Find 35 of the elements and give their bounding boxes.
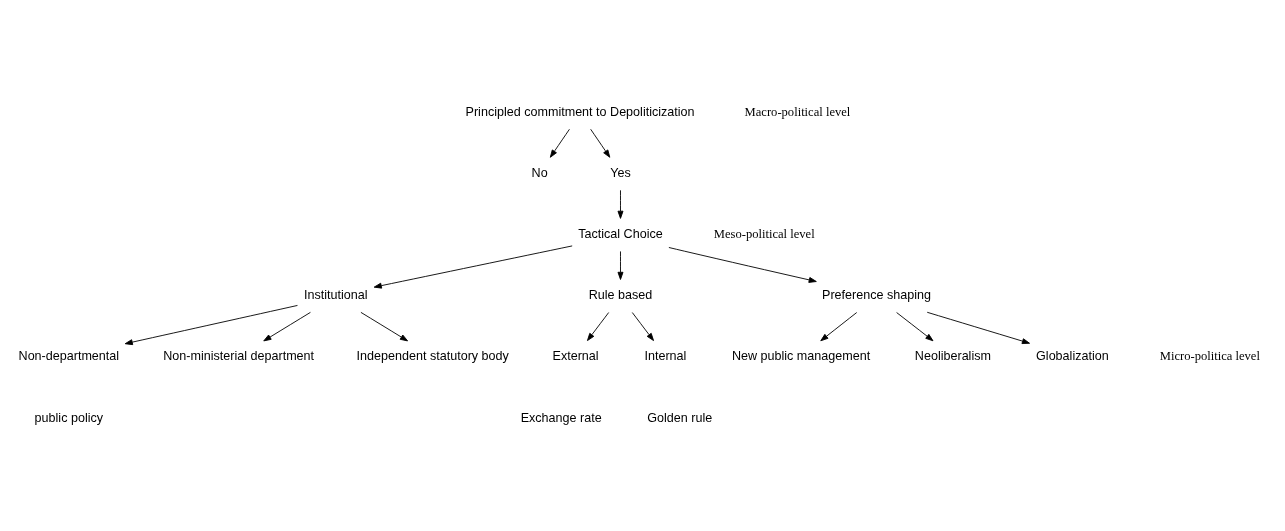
node-text: Internal [644,349,687,364]
arrow [590,128,611,158]
node-text: Tactical Choice [578,227,663,242]
arrow [124,305,298,346]
label: Exchange rate [520,410,602,425]
node-text: Independent statutory body [356,349,509,364]
node-text: New public management [731,349,871,364]
arrow [549,128,570,158]
node-text: Principled commitment to Depoliticization [465,105,695,120]
arrow [373,245,573,289]
arrow [926,311,1030,345]
node-text: Rule based [588,288,653,303]
node-text: Non-ministerial department [163,349,315,364]
arrow [360,311,409,342]
node-text: No [531,166,548,181]
label: Micro-politica level [1159,349,1260,364]
node-text: Preference shaping [822,288,932,303]
node-text: Yes [610,166,631,181]
arrow [617,251,624,280]
node-text: Globalization [1036,349,1109,364]
arrow [587,312,610,341]
node-text: Non-departmental [18,349,120,364]
label: Meso-political level [713,227,815,242]
arrow [896,312,934,342]
node-text: Institutional [303,288,368,303]
arrow [668,247,817,283]
arrow [617,189,624,219]
arrow [820,312,858,342]
node-text: Neoliberalism [914,349,991,364]
arrow [631,312,654,341]
arrow [263,311,311,342]
label: Macro-political level [744,105,851,120]
node-text: External [552,349,599,364]
label: Golden rule [647,410,713,425]
label: public policy [34,410,104,425]
